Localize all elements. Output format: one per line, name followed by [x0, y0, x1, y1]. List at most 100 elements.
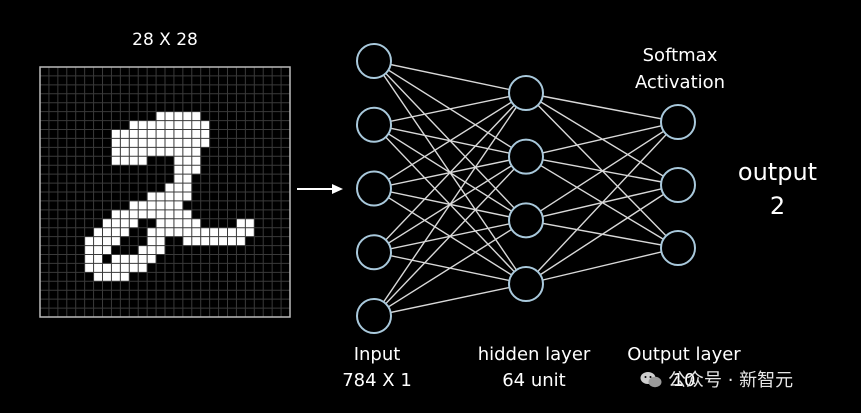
watermark: 公众号 · 新智元 — [640, 366, 840, 394]
network-edge — [373, 92, 527, 317]
digit-pixel — [200, 227, 210, 237]
digit-pixel — [182, 156, 192, 166]
input-layer-node — [356, 43, 392, 79]
digit-pixel — [147, 236, 157, 246]
input-layer-caption: Input 784 X 1 — [327, 342, 427, 394]
digit-pixel — [227, 227, 237, 237]
digit-pixel — [129, 218, 139, 228]
digit-pixel — [138, 209, 148, 219]
digit-pixel — [182, 147, 192, 157]
digit-pixel — [129, 129, 139, 139]
hidden-layer-node — [508, 75, 544, 111]
digit-pixel — [156, 236, 165, 246]
digit-pixel — [129, 200, 139, 210]
input-layer-node — [356, 298, 392, 334]
digit-pixel — [111, 147, 121, 157]
digit-pixel — [102, 236, 112, 246]
digit-pixel — [102, 245, 112, 255]
digit-pixel — [156, 120, 165, 130]
digit-pixel — [120, 272, 130, 282]
digit-pixel — [111, 254, 121, 264]
digit-pixel — [209, 227, 219, 237]
digit-pixel — [147, 192, 157, 201]
digit-pixel — [111, 236, 121, 246]
digit-pixel — [156, 192, 165, 201]
digit-pixel — [138, 129, 148, 139]
digit-pixel — [182, 120, 192, 130]
input-image-title: 28 X 28 — [132, 30, 198, 50]
digit-pixel — [129, 156, 139, 166]
digit-pixel — [173, 192, 183, 201]
input-arrow — [297, 184, 343, 194]
digit-pixel — [102, 227, 112, 237]
digit-pixel — [84, 236, 94, 246]
digit-pixel — [165, 218, 174, 228]
output-layer-node — [660, 230, 696, 266]
digit-pixel — [120, 147, 130, 157]
network-edge — [373, 60, 527, 94]
input-layer-name: Input — [353, 344, 401, 365]
digit-pixel — [93, 263, 103, 273]
output-layer-node — [660, 167, 696, 203]
digit-pixel — [111, 138, 121, 148]
network-edge — [525, 121, 679, 221]
digit-pixel — [182, 192, 192, 201]
digit-pixel — [173, 147, 183, 157]
softmax-activation-label: Softmax Activation — [610, 42, 750, 96]
digit-pixel — [182, 129, 192, 139]
digit-pixel — [182, 174, 192, 184]
digit-pixel — [156, 209, 165, 219]
digit-pixel — [165, 111, 174, 121]
digit-pixel — [156, 227, 165, 237]
digit-pixel — [182, 209, 192, 219]
digit-pixel — [173, 209, 183, 219]
network-edge — [525, 184, 679, 285]
digit-pixel — [182, 227, 192, 237]
digit-pixel — [156, 138, 165, 148]
digit-pixel — [200, 138, 210, 148]
hidden-layer-node — [508, 266, 544, 302]
watermark-text: 公众号 · 新智元 — [668, 370, 794, 391]
digit-pixel — [173, 174, 183, 184]
digit-pixel — [173, 218, 183, 228]
grid-border — [39, 66, 291, 318]
digit-pixel — [147, 147, 157, 157]
digit-pixel — [173, 165, 183, 175]
digit-pixel — [111, 218, 121, 228]
digit-pixel — [182, 183, 192, 192]
digit-pixel — [102, 272, 112, 282]
input-layer-size: 784 X 1 — [342, 370, 412, 391]
digit-pixel — [200, 120, 210, 130]
digit-pixel — [156, 218, 165, 228]
digit-pixel — [173, 227, 183, 237]
digit-pixel — [147, 209, 157, 219]
digit-pixel — [138, 120, 148, 130]
digit-pixel — [182, 218, 192, 228]
network-edge — [373, 92, 527, 253]
digit-pixel — [129, 209, 139, 219]
digit-pixel — [191, 111, 201, 121]
output-layer-size: 10 — [672, 370, 696, 391]
digit-pixel — [120, 254, 130, 264]
digit-pixel — [173, 120, 183, 130]
digit-pixel — [191, 129, 201, 139]
digit-pixel — [156, 111, 165, 121]
digit-pixel — [120, 129, 130, 139]
network-edge — [525, 121, 679, 285]
digit-pixel — [93, 245, 103, 255]
digit-pixel — [191, 218, 201, 228]
hidden-layer-node — [508, 202, 544, 239]
network-edge — [373, 92, 527, 126]
digit-pixel — [165, 138, 174, 148]
digit-pixel — [173, 138, 183, 148]
digit-pixel — [173, 111, 183, 121]
digit-pixel — [93, 236, 103, 246]
digit-pixel — [191, 165, 201, 175]
digit-pixel — [165, 200, 174, 210]
digit-pixel — [120, 263, 130, 273]
digit-pixel — [236, 227, 246, 237]
network-edges — [373, 60, 679, 317]
digit-pixel — [120, 209, 130, 219]
digit-pixel — [111, 129, 121, 139]
